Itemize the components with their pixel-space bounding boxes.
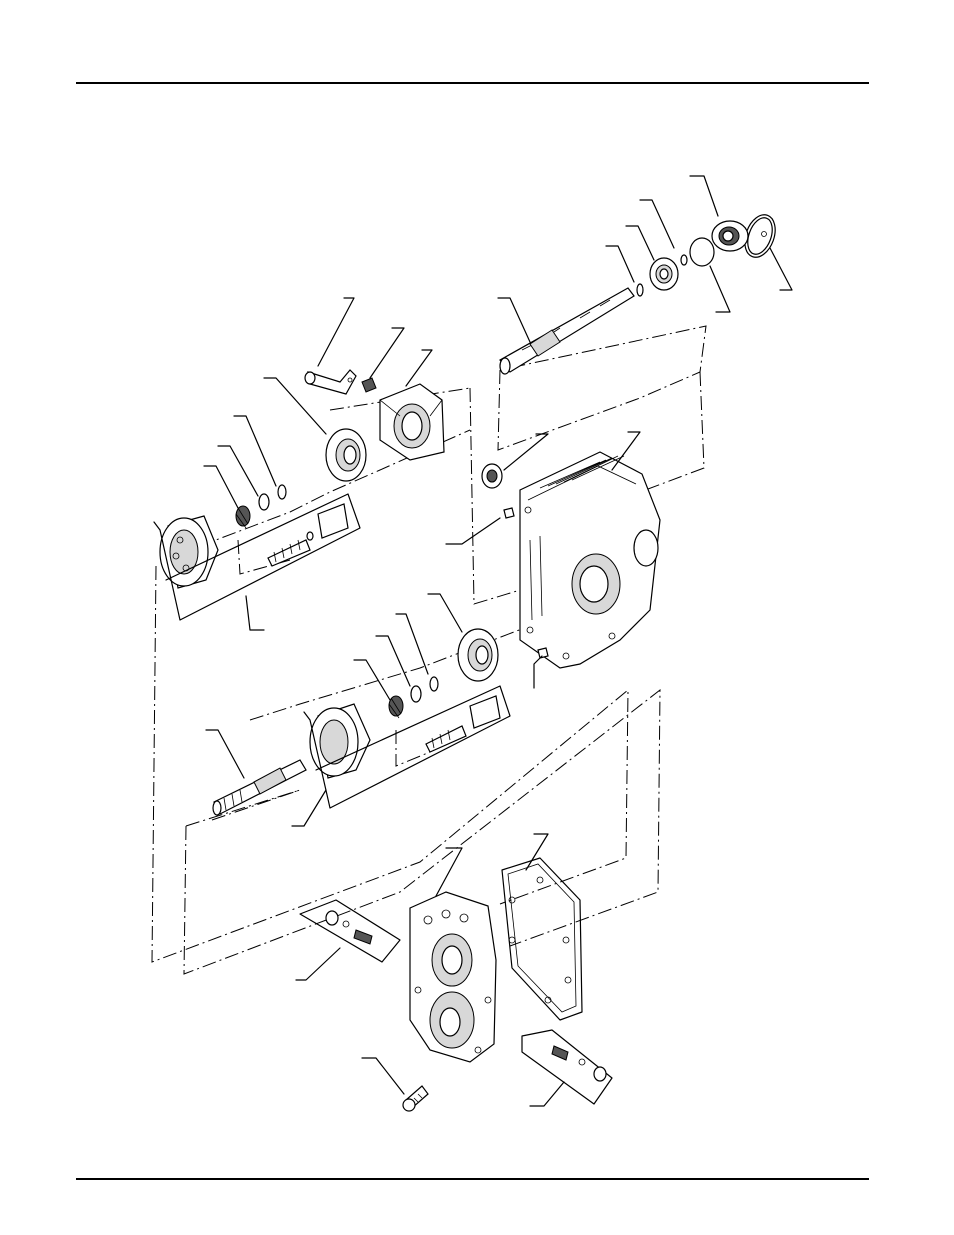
- bearing-ring-part: [690, 238, 714, 266]
- shaft-ring-part: [637, 284, 643, 296]
- retaining-ring-lower-part: [430, 677, 438, 691]
- bearing-outer-part: [712, 221, 748, 251]
- main-housing-part: [520, 452, 660, 668]
- washer-upper-part: [259, 494, 269, 510]
- bolt-part: [403, 1086, 428, 1111]
- spring-lower-part: [389, 696, 403, 718]
- retaining-ring-upper-part: [278, 485, 286, 499]
- cylinder-block-upper-part: [160, 516, 218, 588]
- swashplate-housing-part: [380, 384, 444, 460]
- check-valve-kit-left-part: [300, 900, 400, 962]
- dowel-pin-lower-part: [538, 648, 548, 658]
- spring-upper-part: [236, 506, 250, 528]
- slot-guide-block-part: [362, 378, 376, 392]
- output-shaft-part: [500, 288, 634, 374]
- dowel-pin-upper-part: [504, 508, 514, 518]
- gasket-part: [502, 858, 582, 1020]
- thrust-bearing-lower-part: [458, 629, 498, 681]
- callout-leaders: [204, 176, 792, 1106]
- input-shaft-part: [213, 760, 306, 815]
- check-valve-kit-right-part: [522, 1030, 612, 1104]
- bearing-inner-part: [650, 255, 687, 290]
- center-section-part: [410, 892, 496, 1062]
- control-arm-part: [305, 370, 356, 394]
- thrust-bearing-upper-part: [326, 429, 366, 481]
- shaft-seal-part: [482, 464, 502, 488]
- washer-lower-part: [411, 686, 421, 702]
- pump-kit-lower-outline: [304, 686, 510, 808]
